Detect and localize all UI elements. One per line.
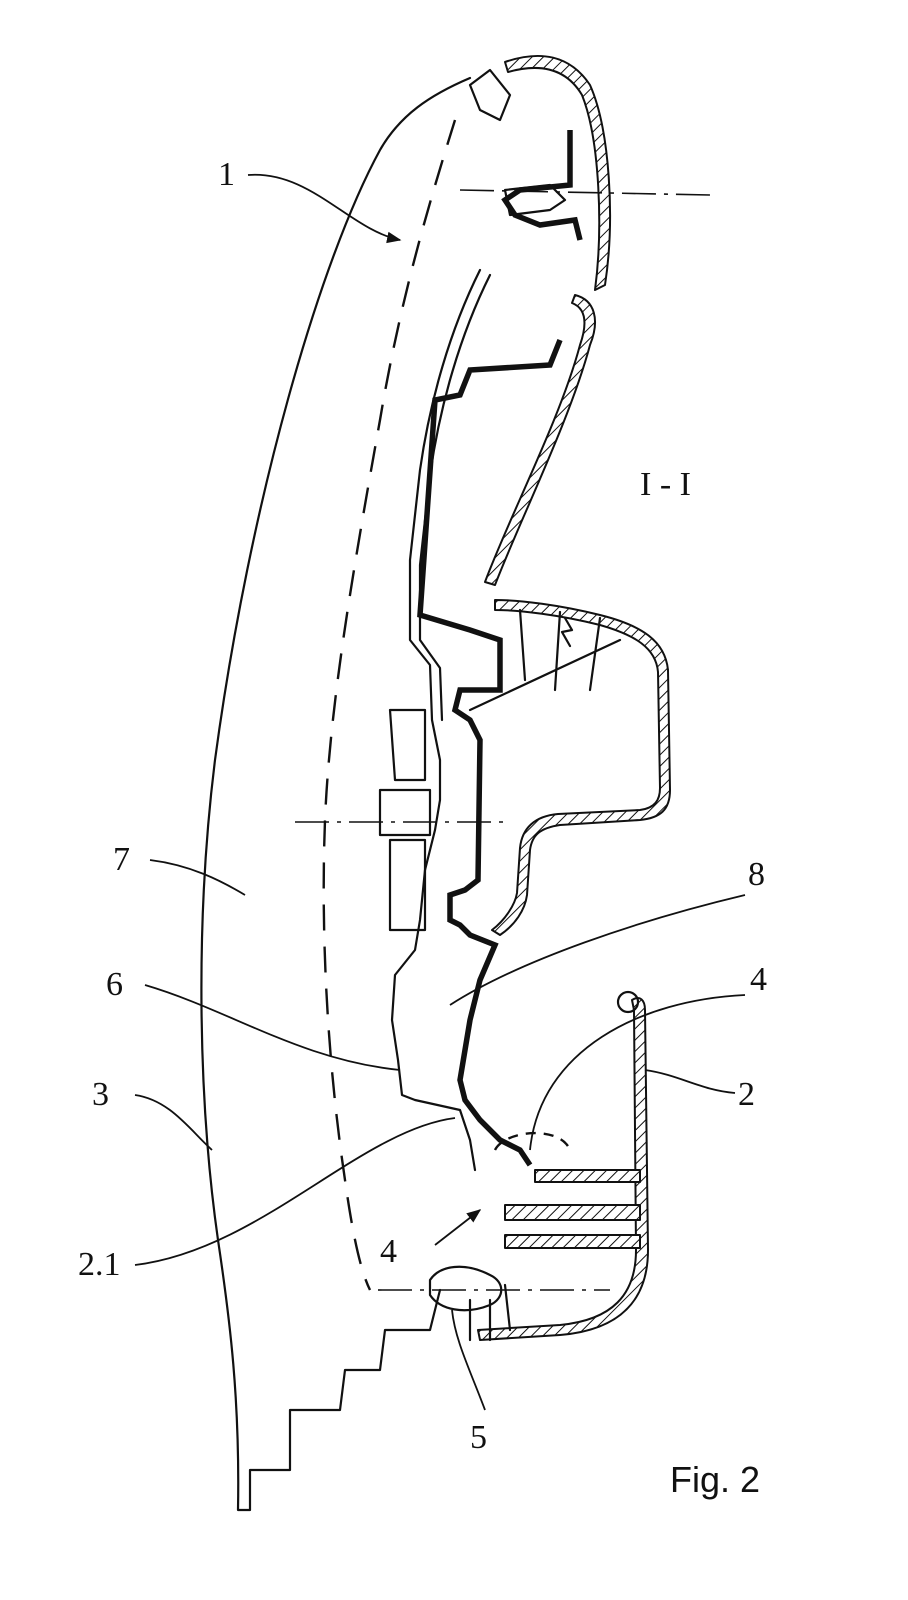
figure-caption: Fig. 2 [670, 1459, 760, 1500]
clip-5 [428, 1265, 512, 1342]
leader-6 [144, 984, 401, 1071]
leader-8 [449, 894, 746, 1006]
bracket-ribs [504, 1169, 641, 1249]
leader-4b [434, 1209, 482, 1246]
numeral-1: 1 [218, 156, 235, 193]
numeral-6: 6 [106, 966, 123, 1003]
section-label: I - I [640, 466, 691, 503]
connector-body [378, 708, 432, 932]
spark-symbol [560, 616, 574, 648]
numeral-3: 3 [92, 1076, 109, 1113]
outer-shell-top [504, 55, 611, 291]
numeral-8: 8 [748, 856, 765, 893]
numeral-4-upper: 4 [750, 961, 767, 998]
outer-shell-mid [484, 294, 596, 586]
numeral-4-lower: 4 [380, 1233, 397, 1270]
leader-2-1 [134, 1117, 456, 1266]
vent-housing [491, 599, 671, 936]
leader-2 [644, 1069, 736, 1094]
bracket-eyelet [616, 990, 640, 1014]
thick-inner-structure [417, 338, 563, 1167]
leader-4a [529, 994, 746, 1151]
leader-1 [247, 173, 402, 244]
lower-bracket-2 [477, 997, 649, 1341]
thick-upper-bracket [501, 130, 583, 241]
numeral-5: 5 [470, 1419, 487, 1456]
leader-7 [149, 859, 246, 896]
leader-3 [134, 1094, 213, 1151]
upper-clip [468, 68, 567, 217]
vent-fins [468, 608, 622, 712]
outer-body-contour [200, 76, 472, 1512]
dashed-inner-contour [322, 119, 457, 1291]
center-line-top [459, 189, 711, 196]
numeral-2-1: 2.1 [78, 1246, 121, 1283]
inner-liner-6 [390, 268, 482, 1172]
numeral-2: 2 [738, 1076, 755, 1113]
numeral-7: 7 [113, 841, 130, 878]
leader-5 [451, 1309, 486, 1411]
